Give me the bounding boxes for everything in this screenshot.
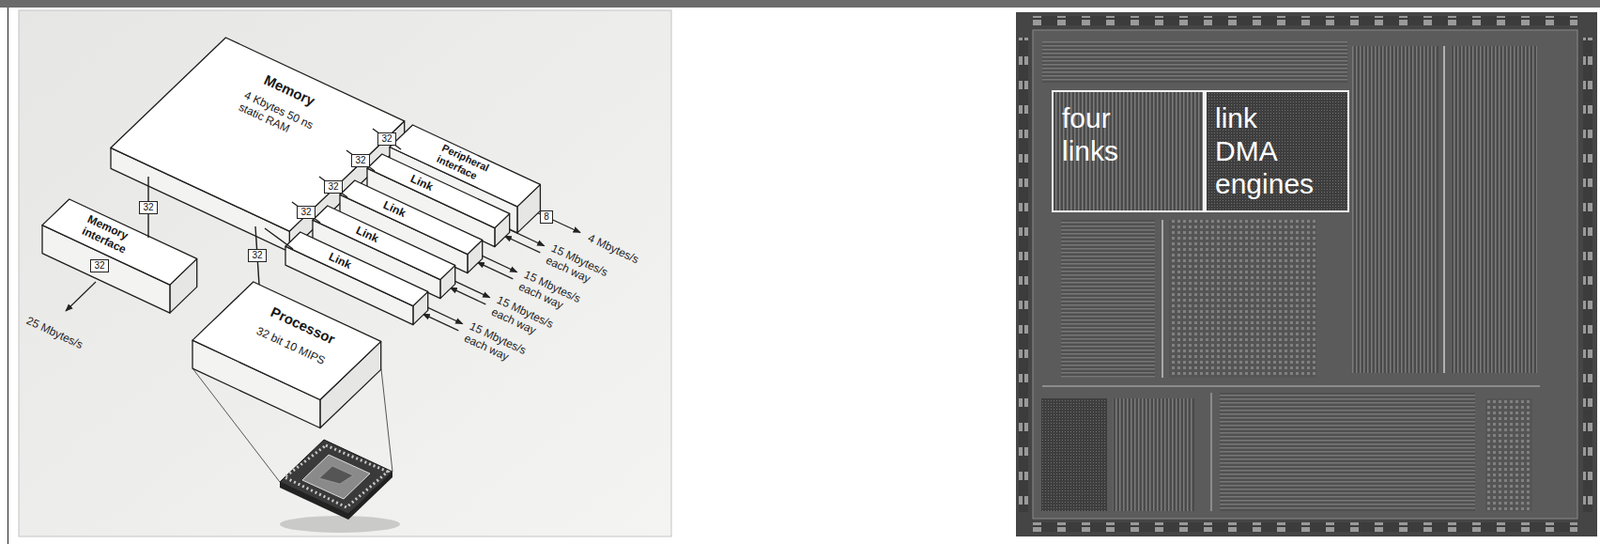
box-top-face <box>192 281 382 400</box>
processor-block: Processor32 bit 10 MIPS <box>190 279 384 431</box>
highlight-box: four links <box>1051 90 1205 213</box>
bus-width-tag: 32 <box>323 180 342 194</box>
io-arrow <box>481 255 518 273</box>
io-arrow <box>422 313 459 331</box>
io-arrow <box>65 281 96 311</box>
projection-line <box>381 369 393 472</box>
top-bar <box>0 0 1600 8</box>
photo-panel <box>18 10 672 537</box>
bus-connector <box>264 228 293 249</box>
bus-width-tag: 32 <box>351 153 370 168</box>
box-label: four links <box>1061 101 1138 168</box>
memory-interface-block: Memory interface <box>40 197 200 315</box>
io-arrow <box>449 287 486 305</box>
die-region <box>1061 219 1155 378</box>
die-region <box>1112 398 1195 511</box>
die-wire <box>1042 384 1540 387</box>
die-core <box>1032 30 1578 519</box>
bond-pads <box>1032 15 1578 26</box>
die-region <box>1352 46 1439 373</box>
bond-pads <box>1018 37 1029 512</box>
io-arrow <box>427 307 463 324</box>
die-region <box>1219 392 1476 511</box>
die-region <box>1204 90 1350 213</box>
chip-pins <box>284 445 388 508</box>
bus-connector <box>319 176 348 198</box>
bus-width-tag: 32 <box>247 248 266 262</box>
die-wire <box>1443 46 1446 373</box>
die-region <box>1169 219 1317 378</box>
chip-die <box>319 465 354 484</box>
box-outline <box>40 197 200 315</box>
die-photo <box>1015 12 1598 537</box>
chip-package <box>279 439 393 514</box>
die-region <box>1450 46 1538 373</box>
die-region <box>1042 41 1348 83</box>
bus-width-tag: 32 <box>377 132 396 146</box>
io-arrow <box>476 261 513 279</box>
io-arrow <box>504 235 540 253</box>
die-region <box>1041 398 1108 511</box>
chip-cavity <box>302 454 370 499</box>
die-region <box>1051 90 1205 213</box>
box-outline <box>190 279 384 431</box>
highlight-box: link DMA engines <box>1204 90 1350 213</box>
bus-width-tag: 8 <box>539 210 554 224</box>
box-label: link DMA engines <box>1215 101 1321 200</box>
bus-connector <box>346 150 375 171</box>
bus-connector <box>292 201 321 223</box>
bus-connector <box>372 128 401 150</box>
bond-pads <box>1032 522 1578 532</box>
bus-width-tag: 32 <box>90 259 108 273</box>
die-region <box>1485 398 1533 511</box>
io-arrow <box>454 280 491 298</box>
bus-width-tag: 32 <box>138 200 157 215</box>
chip-shadow <box>279 515 400 533</box>
die-wire <box>1161 219 1164 378</box>
box-top-face <box>285 231 429 307</box>
die-wire <box>1210 392 1213 511</box>
box-top-face <box>42 199 198 285</box>
io-arrow <box>533 211 581 233</box>
bus-width-tag: 32 <box>296 205 315 219</box>
bond-pads <box>1583 37 1593 512</box>
page-rule <box>7 7 9 544</box>
